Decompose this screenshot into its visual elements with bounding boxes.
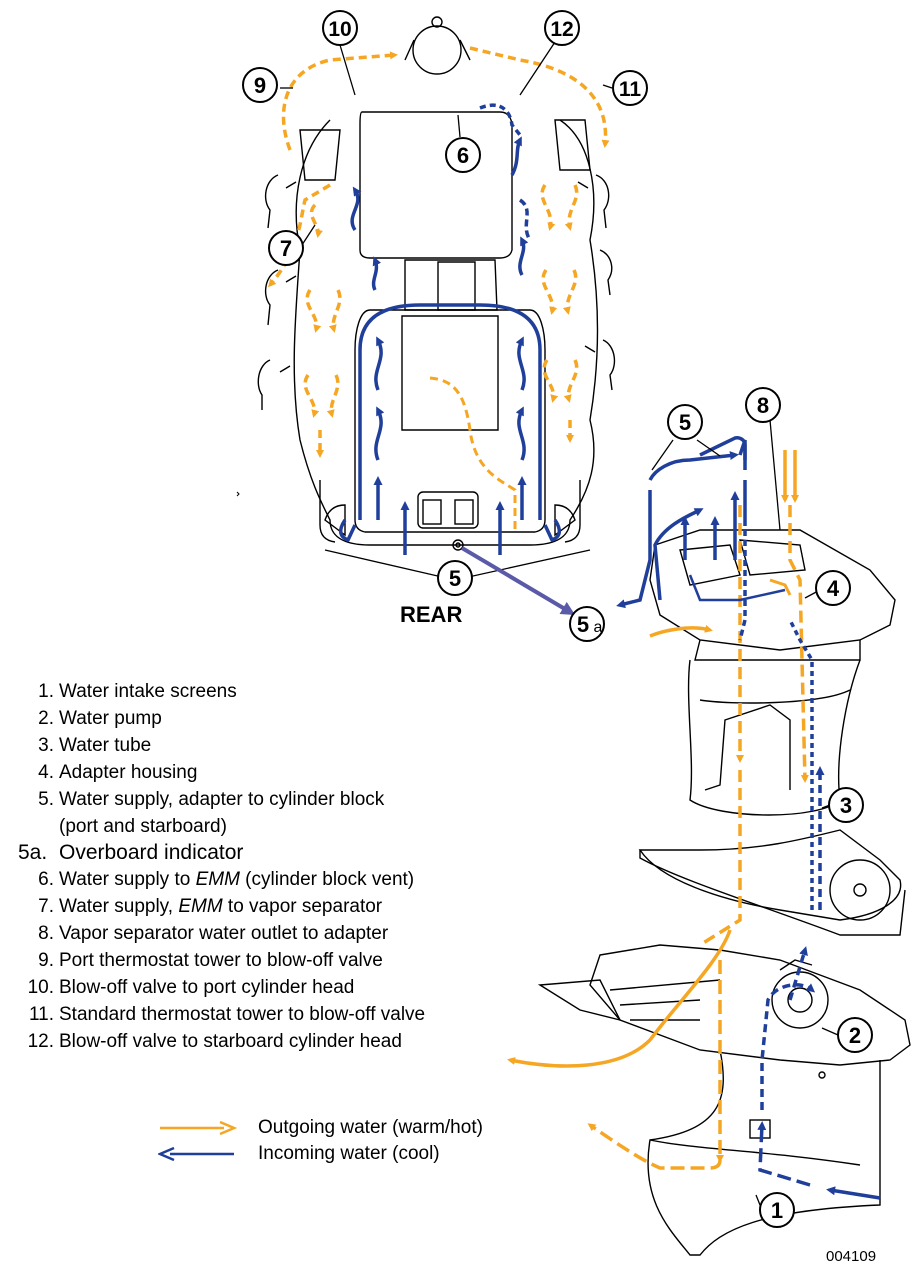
callout-2-label: 2 xyxy=(849,1023,861,1048)
callouts xyxy=(242,10,873,1228)
legend-item: 7.Water supply, EMM to vapor separator xyxy=(38,896,383,917)
callout-8 xyxy=(745,387,781,423)
callout-3-label: 3 xyxy=(840,793,852,818)
overboard-indicator-arrow xyxy=(460,546,576,616)
callout-11 xyxy=(612,70,648,106)
engine-top-view xyxy=(236,16,616,551)
callout-9-label: 9 xyxy=(254,73,266,98)
callout-4-label: 4 xyxy=(827,576,840,601)
callout-6-label: 6 xyxy=(457,143,469,168)
legend-item-continuation: (port and starboard) xyxy=(59,816,227,837)
legend-item: 1.Water intake screens xyxy=(38,681,237,702)
callout-11-label: 11 xyxy=(619,78,642,101)
legend-item: 8.Vapor separator water outlet to adapte… xyxy=(38,923,389,944)
top-leader-lines xyxy=(280,41,613,581)
top-outgoing-flow xyxy=(268,46,610,530)
legend-item: 5a.Overboard indicator xyxy=(18,841,244,864)
flow-legend: Outgoing water (warm/hot) Incoming water… xyxy=(158,1116,558,1168)
legend-item: 12.Blow-off valve to starboard cylinder … xyxy=(27,1031,402,1052)
lower-leader-lines xyxy=(651,419,839,1211)
legend-item: 6.Water supply to EMM (cylinder block ve… xyxy=(38,869,415,890)
lower-incoming-flow xyxy=(616,436,881,1200)
incoming-label: Incoming water (cool) xyxy=(258,1143,440,1164)
callout-5-top-label: 5 xyxy=(679,410,691,435)
legend-item: 5.Water supply, adapter to cylinder bloc… xyxy=(38,789,385,810)
callout-labels: 10 12 9 11 6 7 5 5 a 5 8 4 3 2 1 xyxy=(254,18,861,1223)
legend-item: 11.Standard thermostat tower to blow-off… xyxy=(28,1004,426,1025)
callout-6 xyxy=(445,137,481,173)
callout-5-bottom-label: 5 xyxy=(449,566,461,591)
callout-10-label: 10 xyxy=(328,18,351,41)
parts-legend: 1.Water intake screens 2.Water pump 3.Wa… xyxy=(0,678,520,1055)
flow-legend-outgoing: Outgoing water (warm/hot) xyxy=(158,1116,558,1142)
top-incoming-flow xyxy=(338,103,562,555)
callout-8-label: 8 xyxy=(757,393,769,418)
callout-3 xyxy=(828,787,864,823)
callout-10 xyxy=(322,10,358,46)
lower-outgoing-flow xyxy=(507,450,809,1170)
callout-7-label: 7 xyxy=(280,236,292,261)
callout-5-top xyxy=(667,404,703,440)
figure-id: 004109 xyxy=(826,1248,877,1265)
callout-7 xyxy=(268,230,304,266)
callout-9 xyxy=(242,67,278,103)
legend-item: 3.Water tube xyxy=(38,735,152,756)
callout-1-label: 1 xyxy=(771,1198,783,1223)
callout-1 xyxy=(759,1192,795,1228)
legend-item: 2.Water pump xyxy=(38,708,162,729)
callout-4 xyxy=(815,570,851,606)
callout-2 xyxy=(837,1017,873,1053)
callout-12-label: 12 xyxy=(550,18,573,41)
callout-5a-label: 5 xyxy=(577,612,589,637)
legend-item: 9.Port thermostat tower to blow-off valv… xyxy=(38,950,383,971)
callout-5-bottom xyxy=(437,560,473,596)
incoming-arrow-icon xyxy=(158,1146,234,1162)
callout-12 xyxy=(544,10,580,46)
callout-5a-sub-label: a xyxy=(594,619,603,636)
legend-item: 4.Adapter housing xyxy=(38,762,198,783)
outgoing-arrow-icon xyxy=(160,1120,238,1136)
flow-legend-incoming: Incoming water (cool) xyxy=(158,1142,558,1168)
callout-5a xyxy=(569,606,605,642)
outgoing-label: Outgoing water (warm/hot) xyxy=(258,1117,483,1138)
rear-label: REAR xyxy=(400,602,463,627)
legend-item: 10.Blow-off valve to port cylinder head xyxy=(27,977,355,998)
